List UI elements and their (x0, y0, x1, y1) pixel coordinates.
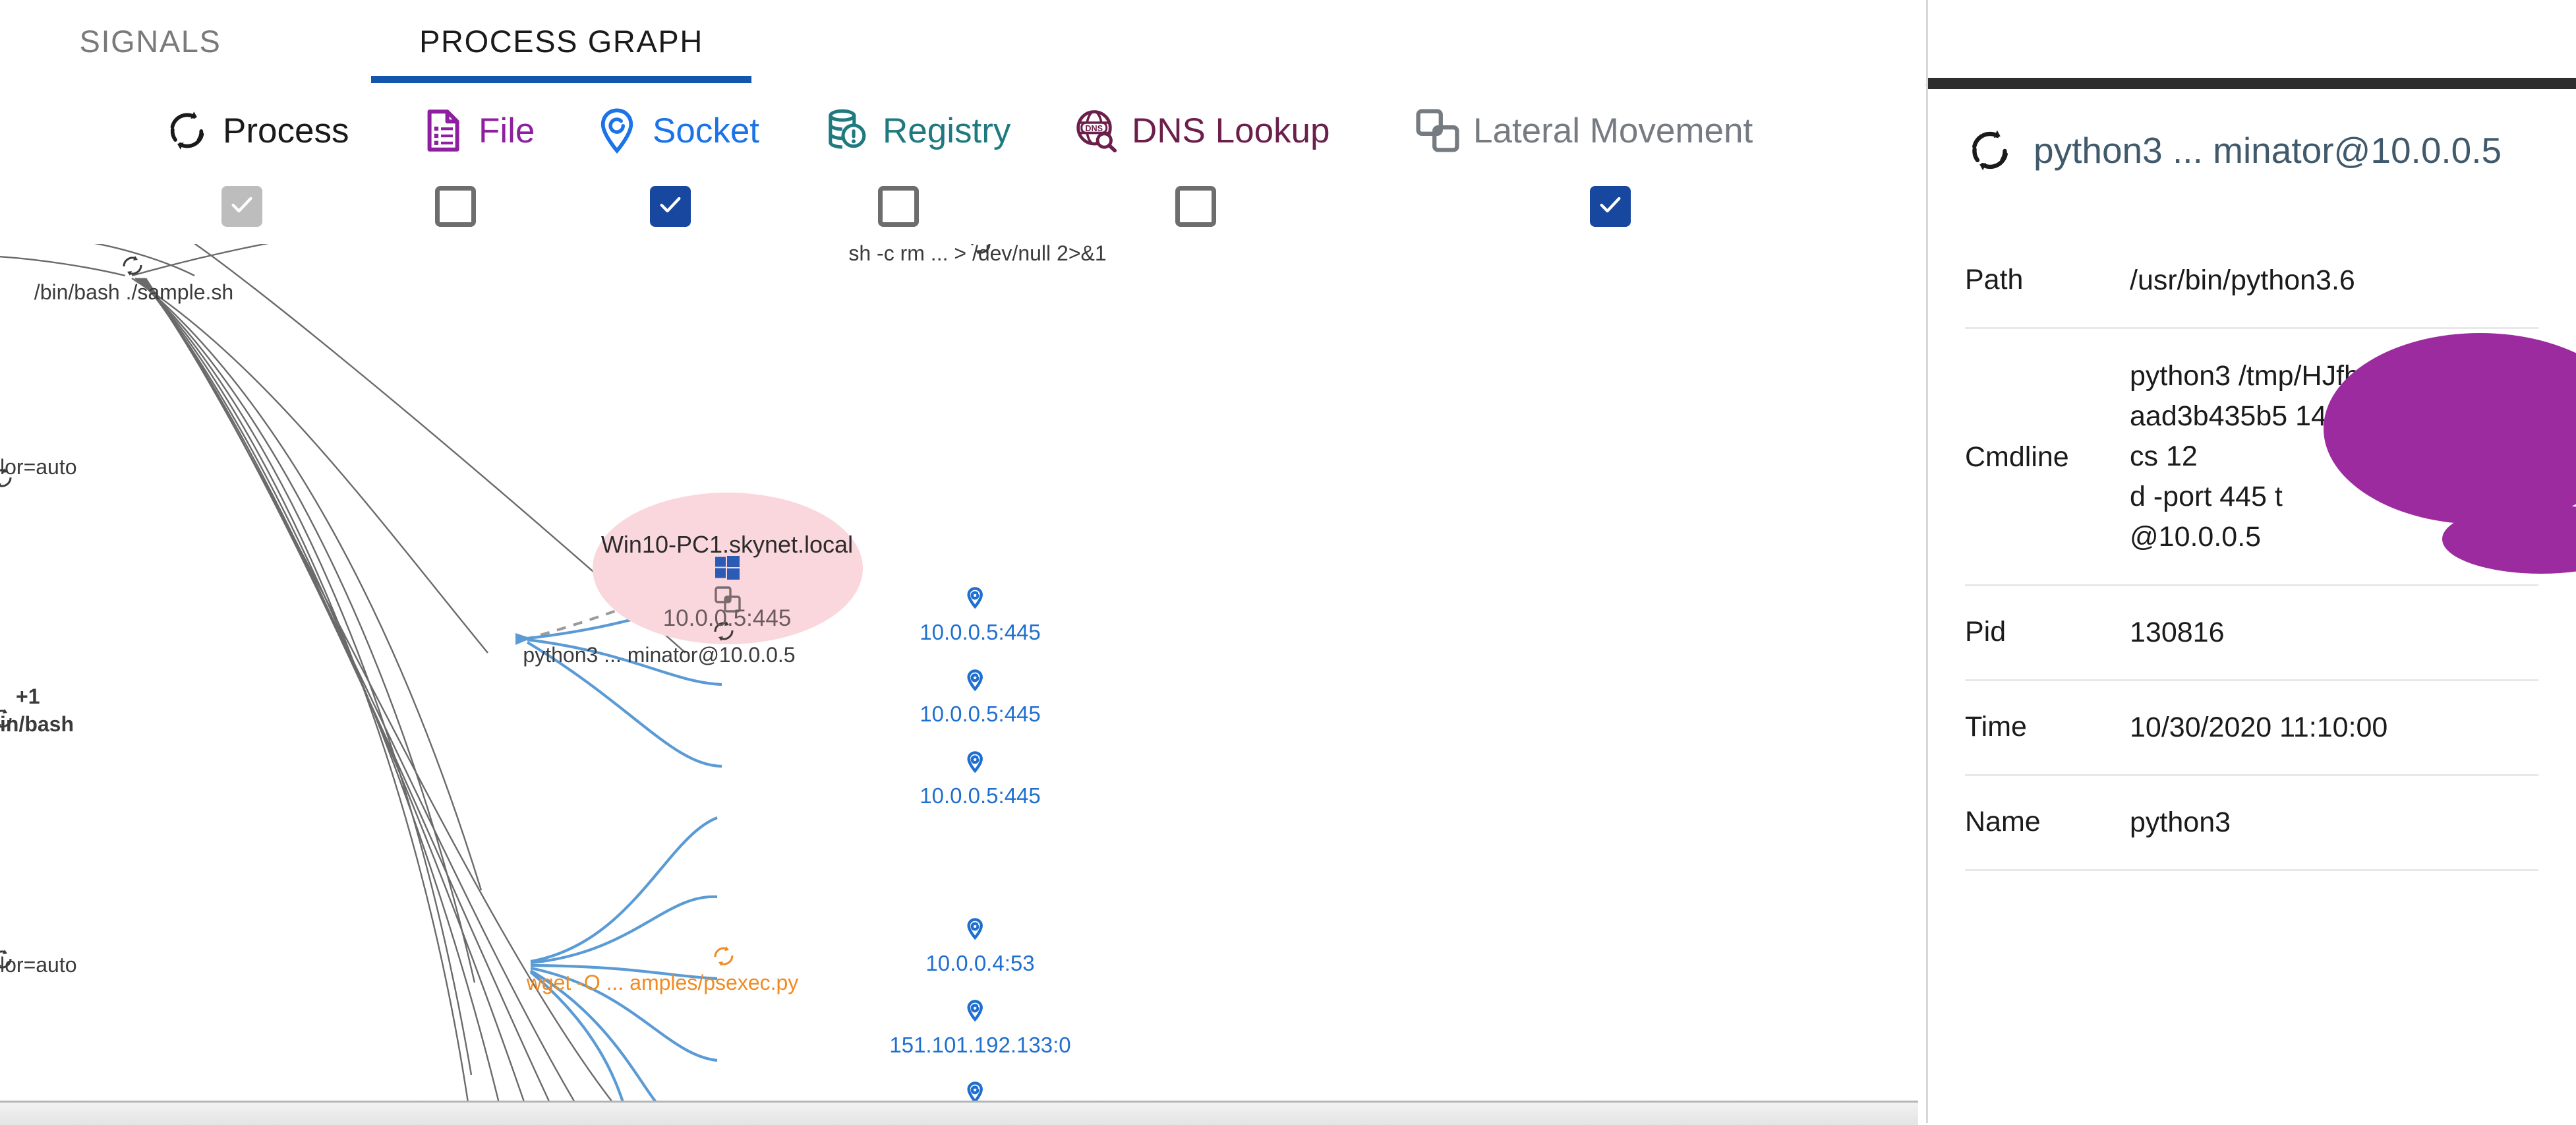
graph-node-label[interactable]: in/bash (0, 712, 74, 736)
legend-label-process: Process (223, 111, 349, 150)
tab-process-graph[interactable]: PROCESS GRAPH (371, 0, 751, 83)
detail-row-pid: Pid 130816 (1965, 586, 2538, 682)
graph-node-label-lateral-host[interactable]: Win10-PC1.skynet.local (600, 531, 854, 558)
detail-value: 10/30/2020 11:10:00 (2130, 712, 2388, 744)
active-tab-underline (371, 76, 751, 83)
filter-checkbox-lateral-movement[interactable] (1590, 186, 1631, 227)
legend-item-file[interactable]: File (419, 107, 535, 154)
redaction-ellipse-large (2324, 333, 2576, 524)
filter-checkbox-registry[interactable] (878, 186, 919, 227)
legend-label-dns: DNS Lookup (1132, 111, 1330, 150)
graph-node-label-socket[interactable]: 10.0.0.4:53 (925, 951, 1035, 975)
lateral-movement-squares-icon (1416, 109, 1459, 152)
legend-label-socket: Socket (653, 111, 760, 150)
filter-checkbox-process[interactable] (221, 186, 262, 227)
graph-node-label[interactable]: /bin/bash ./sample.sh (34, 280, 234, 304)
graph-node-label-wget[interactable]: wget -O ... amples/psexec.py (526, 971, 799, 994)
dns-globe-search-icon: DNS (1076, 110, 1117, 153)
legend-label-lateral-movement: Lateral Movement (1473, 111, 1753, 150)
legend-label-registry: Registry (883, 111, 1011, 150)
legend-filter-toolbar: Process File Socket (0, 84, 1925, 276)
tab-signals-label: SIGNALS (79, 23, 221, 59)
detail-panel-topbar (1928, 78, 2576, 89)
filter-checkbox-file[interactable] (435, 186, 476, 227)
detail-row-time: Time 10/30/2020 11:10:00 (1965, 681, 2538, 777)
legend-label-file: File (479, 111, 535, 150)
graph-node-label[interactable]: lor=auto (0, 455, 77, 479)
detail-key: Time (1965, 711, 2027, 743)
detail-value: /usr/bin/python3.6 (2130, 264, 2355, 296)
check-icon (1600, 197, 1621, 213)
svg-text:DNS: DNS (1085, 124, 1103, 133)
detail-key: Pid (1965, 616, 2006, 648)
graph-node-label-python3[interactable]: python3 ... minator@10.0.0.5 (523, 643, 796, 667)
legend-item-lateral-movement[interactable]: Lateral Movement (1414, 107, 1753, 154)
graph-node-label-socket[interactable]: 10.0.0.5:445 (920, 702, 1041, 726)
detail-value: python3 (2130, 806, 2231, 839)
graph-edges-and-nodes (0, 244, 991, 1111)
tab-process-graph-label: PROCESS GRAPH (419, 23, 703, 59)
detail-key: Path (1965, 264, 2024, 295)
node-detail-panel: python3 ... minator@10.0.0.5 Path /usr/b… (1926, 0, 2576, 1123)
legend-item-dns[interactable]: DNS DNS Lookup (1072, 107, 1330, 154)
graph-node-label[interactable]: sh -c rm ... > /dev/null 2>&1 (848, 244, 1107, 265)
tab-signals[interactable]: SIGNALS (73, 0, 228, 82)
process-cycle-icon (1972, 130, 2008, 171)
graph-horizontal-scrollbar[interactable] (0, 1101, 1918, 1125)
detail-key: Name (1965, 806, 2041, 838)
graph-node-label-socket[interactable]: 10.0.0.5:445 (920, 783, 1041, 808)
detail-row-name: Name python3 (1965, 776, 2538, 872)
filter-checkbox-socket[interactable] (650, 186, 691, 227)
graph-node-label-socket[interactable]: 151.101.192.133:0 (889, 1033, 1071, 1057)
file-document-icon (427, 109, 459, 152)
detail-panel-header: python3 ... minator@10.0.0.5 (1965, 125, 2502, 175)
process-cycle-icon (170, 111, 204, 150)
detail-panel-title: python3 ... minator@10.0.0.5 (2034, 130, 2502, 171)
detail-value: 130816 (2130, 617, 2225, 649)
check-icon (660, 197, 681, 213)
detail-key: Cmdline (1965, 441, 2069, 473)
legend-item-socket[interactable]: Socket (593, 107, 759, 154)
process-graph-canvas[interactable]: ample.sh /bin/bash ./sample.sh lor=auto … (0, 244, 1925, 1111)
detail-row-path: Path /usr/bin/python3.6 (1965, 234, 2538, 330)
graph-node-label-lateral-endpoint[interactable]: 10.0.0.5:445 (662, 605, 792, 631)
graph-node-label-socket[interactable]: 10.0.0.5:445 (920, 620, 1041, 644)
legend-item-registry[interactable]: Registry (823, 107, 1010, 154)
socket-pin-icon (600, 108, 633, 154)
legend-item-process[interactable]: Process (163, 107, 349, 154)
registry-database-icon (829, 109, 866, 149)
graph-node-label[interactable]: lor=auto (0, 953, 77, 977)
check-icon (231, 197, 252, 213)
filter-checkbox-dns[interactable] (1175, 186, 1216, 227)
graph-node-count-badge: +1 (16, 684, 40, 708)
